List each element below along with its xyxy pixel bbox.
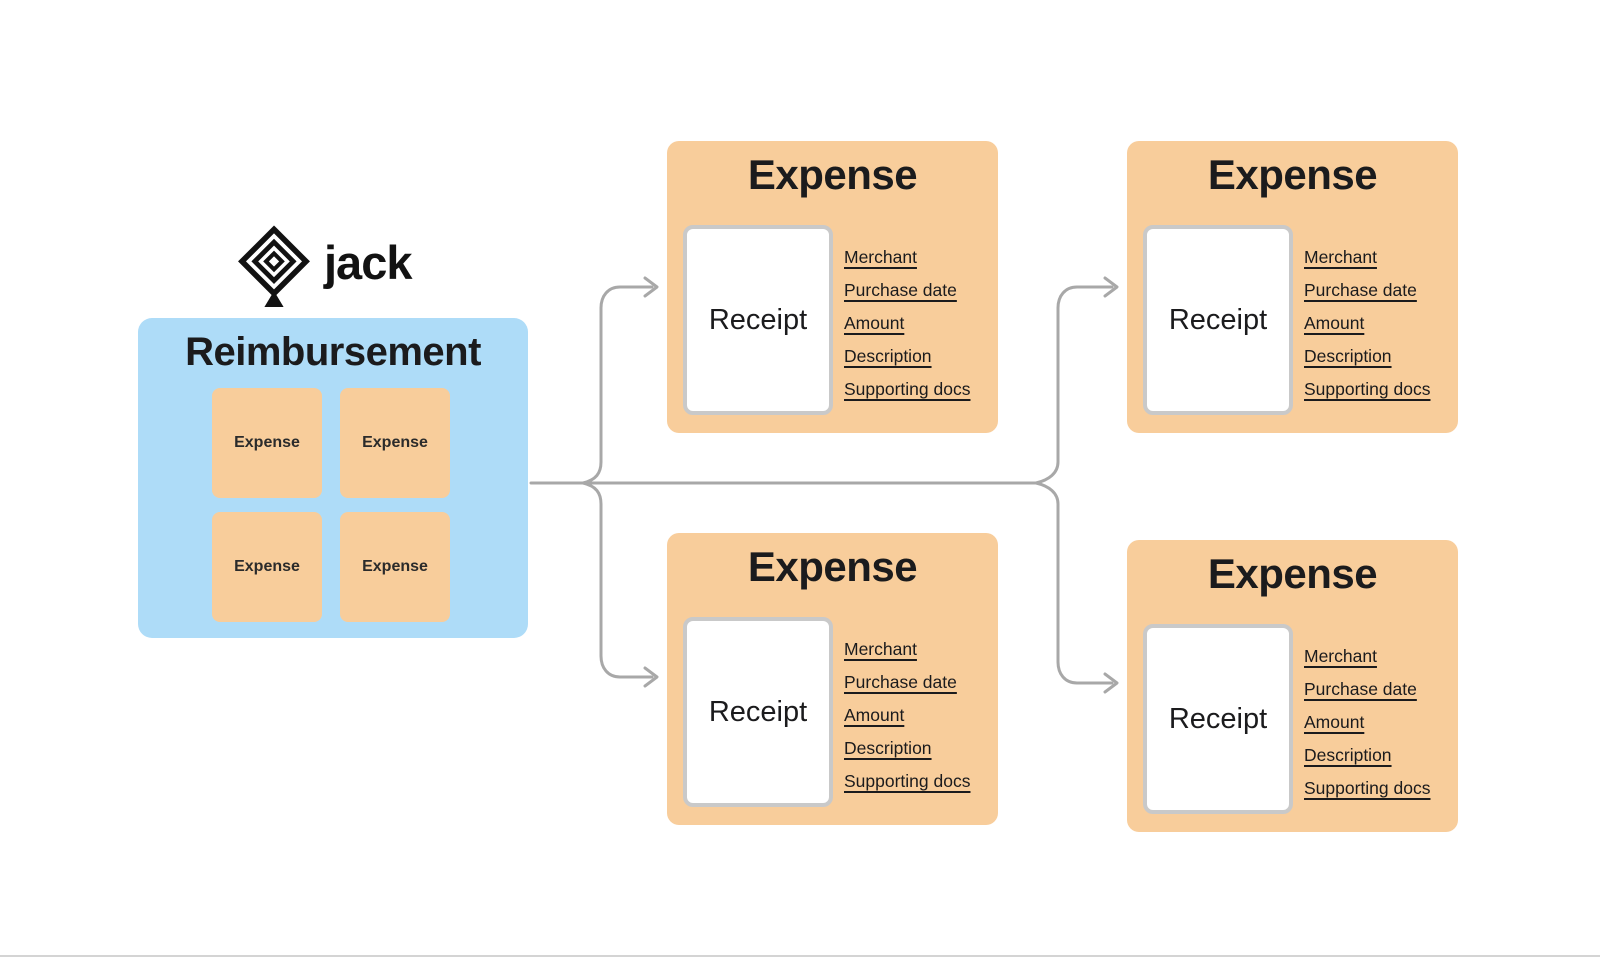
field-supporting-docs: Supporting docs: [1304, 379, 1431, 399]
field-amount: Amount: [844, 313, 905, 333]
receipt-label: Receipt: [708, 303, 808, 336]
receipt-box: Receipt: [683, 617, 833, 807]
mini-expense-label: Expense: [234, 558, 300, 575]
expense-card: Expense Receipt Merchant Purchase date A…: [667, 533, 998, 825]
receipt-label: Receipt: [1168, 303, 1268, 336]
expense-field-list: Merchant Purchase date Amount Descriptio…: [1304, 241, 1430, 406]
arrow-right-icon: [643, 666, 659, 688]
field-merchant: Merchant: [1304, 247, 1377, 267]
field-purchase-date: Purchase date: [844, 280, 957, 300]
field-purchase-date: Purchase date: [1304, 679, 1417, 699]
arrow-right-icon: [1103, 672, 1119, 694]
expense-card: Expense Receipt Merchant Purchase date A…: [667, 141, 998, 433]
branch-up-left: [581, 285, 654, 485]
expense-card-title: Expense: [1207, 151, 1378, 198]
mini-expense-label: Expense: [362, 434, 428, 451]
branch-down-right: [1034, 481, 1114, 685]
logo-wordmark: jack: [324, 235, 412, 289]
mini-expense-label: Expense: [234, 434, 300, 451]
expense-card-title: Expense: [1207, 550, 1378, 597]
field-merchant: Merchant: [844, 639, 917, 659]
expense-card: Expense Receipt Merchant Purchase date A…: [1127, 141, 1458, 433]
reimbursement-container: Reimbursement Expense Expense Expense Ex…: [138, 318, 528, 638]
field-amount: Amount: [1304, 313, 1365, 333]
receipt-label: Receipt: [1168, 702, 1268, 735]
receipt-label: Receipt: [708, 695, 808, 728]
reimbursement-title: Reimbursement: [185, 330, 481, 374]
field-amount: Amount: [1304, 712, 1365, 732]
field-description: Description: [1304, 346, 1392, 366]
branch-up-right: [1034, 285, 1114, 485]
field-purchase-date: Purchase date: [1304, 280, 1417, 300]
field-description: Description: [844, 738, 932, 758]
field-description: Description: [1304, 745, 1392, 765]
bottom-divider: [0, 955, 1600, 957]
field-purchase-date: Purchase date: [844, 672, 957, 692]
expense-field-list: Merchant Purchase date Amount Descriptio…: [1304, 640, 1430, 805]
arrow-right-icon: [643, 276, 659, 298]
field-supporting-docs: Supporting docs: [844, 379, 971, 399]
mini-expense-box: Expense: [212, 388, 322, 498]
expense-card-title: Expense: [747, 543, 918, 590]
receipt-box: Receipt: [683, 225, 833, 415]
mini-expense-box: Expense: [340, 388, 450, 498]
jack-spade-knot-icon: [238, 220, 310, 314]
field-supporting-docs: Supporting docs: [844, 771, 971, 791]
expense-field-list: Merchant Purchase date Amount Descriptio…: [844, 633, 970, 798]
jack-logo: jack: [238, 220, 412, 314]
receipt-box: Receipt: [1143, 225, 1293, 415]
arrow-right-icon: [1103, 276, 1119, 298]
field-amount: Amount: [844, 705, 905, 725]
expense-field-list: Merchant Purchase date Amount Descriptio…: [844, 241, 970, 406]
field-description: Description: [844, 346, 932, 366]
branch-down-left: [581, 481, 654, 679]
mini-expense-box: Expense: [340, 512, 450, 622]
receipt-box: Receipt: [1143, 624, 1293, 814]
field-supporting-docs: Supporting docs: [1304, 778, 1431, 798]
expense-card: Expense Receipt Merchant Purchase date A…: [1127, 540, 1458, 832]
expense-card-title: Expense: [747, 151, 918, 198]
mini-expense-label: Expense: [362, 558, 428, 575]
field-merchant: Merchant: [844, 247, 917, 267]
field-merchant: Merchant: [1304, 646, 1377, 666]
mini-expense-box: Expense: [212, 512, 322, 622]
